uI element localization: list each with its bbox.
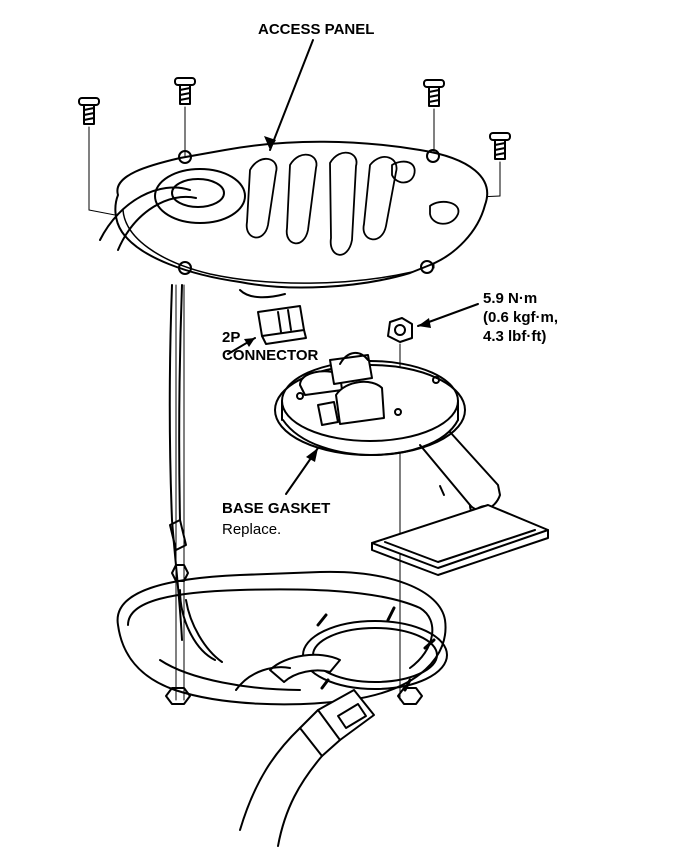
connector-label-line1: 2P: [222, 329, 241, 346]
base-gasket-note: Replace.: [222, 521, 282, 538]
strainer: [371, 504, 549, 576]
fuel-pump-base: [274, 352, 466, 456]
access-panel-label: ACCESS PANEL: [258, 21, 375, 38]
screw-1: [78, 97, 100, 125]
torque-spec-line2: (0.6 kgf·m,: [483, 309, 559, 326]
fuel-tank-opening: [116, 564, 448, 706]
screw-3: [423, 79, 445, 107]
access-panel-leader: [269, 39, 314, 151]
harness-connector: [239, 689, 375, 847]
base-gasket-label: BASE GASKET: [222, 500, 331, 517]
screw-4: [489, 132, 511, 160]
wire-harness: [99, 186, 197, 641]
2p-connector-icon: [239, 289, 307, 345]
torque-spec-line1: 5.9 N·m: [483, 290, 538, 307]
connector-label-line2: CONNECTOR: [222, 347, 319, 364]
access-panel: [114, 140, 489, 289]
nut-icon: [387, 317, 413, 343]
torque-spec-line3: 4.3 lbf·ft): [483, 328, 547, 345]
screw-2: [174, 77, 196, 105]
